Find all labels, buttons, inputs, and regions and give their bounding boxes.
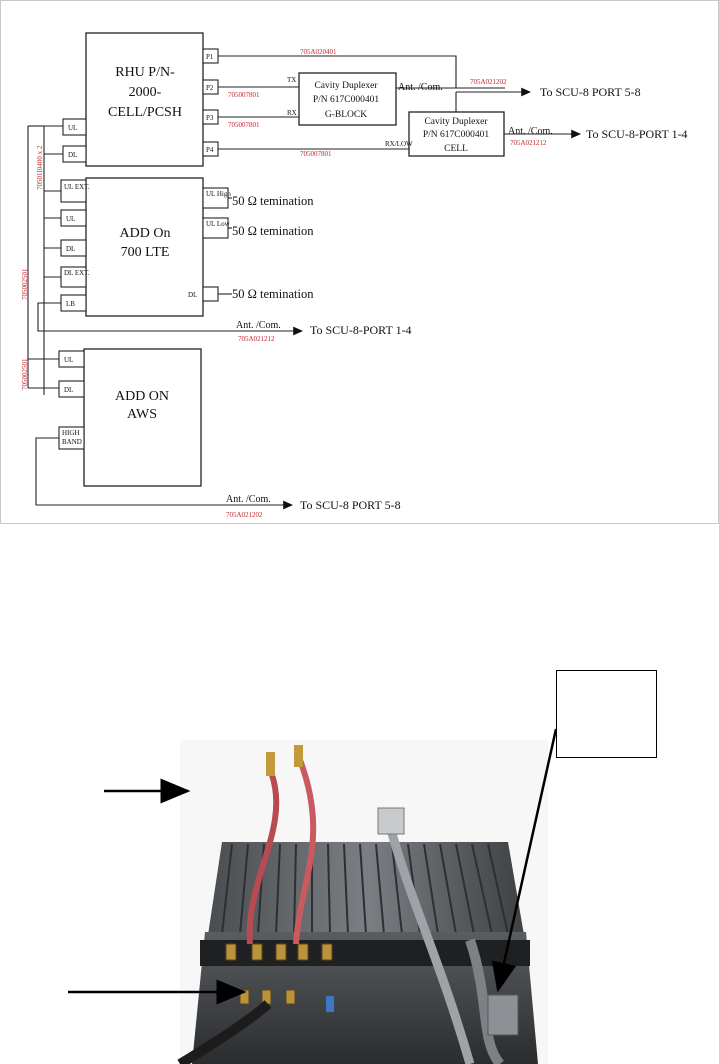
block-diagram: RHU P/N- 2000- CELL/PCSH P1 P2 P3 P4 UL … [21, 32, 688, 519]
wire-p1 [218, 55, 505, 89]
termination-1: 50 Ω temination [232, 194, 314, 208]
lte-port-ul-ext-label: UL EXT. [64, 183, 90, 191]
ant-cell: Ant. /Com. [508, 126, 553, 137]
callout-box [556, 670, 657, 758]
red-cable-2 [293, 758, 317, 945]
lte-port-dl-ext-label: DL EXT. [64, 269, 90, 277]
chassis-base [192, 932, 538, 1064]
lte-port-dl-right-label: DL [188, 291, 197, 299]
connector-panel [200, 940, 530, 966]
lte-port-ul-low-label: UL Low [206, 220, 231, 228]
ant-gblock: Ant. /Com. [398, 82, 443, 93]
pn-p3: 705007801 [228, 121, 260, 129]
aws-port-high-band-label-2: BAND [62, 438, 82, 446]
duplexer-cell-line-3: CELL [444, 144, 468, 154]
rhu-block [85, 32, 204, 167]
pn-aws-out: 705A021202 [226, 511, 263, 519]
grey-cable-2 [465, 938, 505, 1064]
termination-3: 50 Ω temination [232, 287, 314, 301]
wire-aws-hb [35, 437, 228, 506]
rhu-port-dl-label: DL [68, 151, 77, 159]
wire-lte-lb [37, 302, 228, 332]
red-cable-1 [246, 774, 280, 945]
photo-background [180, 740, 548, 1064]
duplexer-gblock-line-2: P/N 617C000401 [313, 95, 379, 105]
sma-connectors [225, 943, 333, 1005]
black-cable [177, 1000, 272, 1064]
duplexer-gblock-line-1: Cavity Duplexer [314, 81, 378, 91]
pn-lte-out: 705A021212 [238, 335, 275, 343]
rhu-port-p3-label: P3 [206, 114, 214, 122]
aws-port-dl-label: DL [64, 386, 73, 394]
pn-cell-out: 705A021212 [510, 139, 547, 147]
lte-port-lb-label: LB [66, 300, 75, 308]
lte-port-ul-label: UL [66, 215, 75, 223]
blue-component [326, 996, 334, 1012]
grey-cable [385, 824, 475, 1064]
rhu-port-p1-label: P1 [206, 53, 214, 61]
rhu-title-1: RHU P/N- [115, 65, 175, 80]
duplexer-cell-line-1: Cavity Duplexer [424, 117, 488, 127]
pn-vertical-mid: 705002501 [21, 268, 29, 300]
lte-title-1: ADD On [120, 226, 171, 241]
dest-aws: To SCU-8 PORT 5-8 [300, 498, 401, 512]
duplexer-cell-rx-label: RX/LOW [385, 140, 413, 148]
rhu-title-2: 2000- [129, 85, 162, 100]
arrow-icon [491, 728, 558, 993]
ant-lte: Ant. /Com. [236, 320, 281, 331]
rhu-title-3: CELL/PCSH [108, 105, 182, 120]
rhu-port-ul-label: UL [68, 124, 77, 132]
duplexer-gblock-line-3: G-BLOCK [325, 110, 367, 120]
dest-gblock: To SCU-8 PORT 5-8 [540, 85, 641, 99]
lte-title-2: 700 LTE [121, 245, 170, 260]
pn-p4: 705007801 [300, 150, 332, 158]
side-connector [487, 994, 519, 1036]
pn-gblock-out: 705A021202 [470, 78, 507, 86]
duplexer-gblock-tx-label: TX [287, 76, 296, 84]
aws-port-high-band-label-1: HIGH [62, 429, 80, 437]
duplexer-cell-block [408, 111, 505, 157]
duplexer-cell-line-2: P/N 617C000401 [423, 130, 489, 140]
aws-block [83, 348, 202, 487]
dest-cell: To SCU-8-PORT 1-4 [586, 127, 688, 141]
lte-port-ul-high-label: UL High [206, 190, 231, 198]
aws-port-ul-label: UL [64, 356, 73, 364]
pn-vertical-main: 70501I0400 x 2 [36, 145, 44, 190]
heatsink-fins [208, 842, 524, 935]
antenna-connector-1 [266, 752, 275, 776]
dest-lte: To SCU-8-PORT 1-4 [310, 323, 412, 337]
rhu-port-ul [62, 118, 87, 136]
duplexer-gblock-block [298, 72, 397, 126]
aws-port-dl [58, 380, 85, 398]
db-connector [377, 807, 405, 835]
aws-title-2: AWS [127, 407, 157, 422]
pn-vertical-low: 705002501 [21, 358, 29, 390]
lte-port-dl-right [202, 286, 219, 302]
duplexer-gblock-rx-label: RX [287, 109, 297, 117]
lte-block [85, 177, 204, 317]
rhu-port-p4-label: P4 [206, 146, 214, 154]
antenna-connector-2 [294, 745, 303, 767]
aws-title-1: ADD ON [115, 389, 169, 404]
rhu-port-p2-label: P2 [206, 84, 214, 92]
pn-p1: 705A020401 [300, 48, 337, 56]
lte-port-dl-label: DL [66, 245, 75, 253]
ant-aws: Ant. /Com. [226, 494, 271, 505]
termination-2: 50 Ω temination [232, 224, 314, 238]
pn-p2: 705007801 [228, 91, 260, 99]
